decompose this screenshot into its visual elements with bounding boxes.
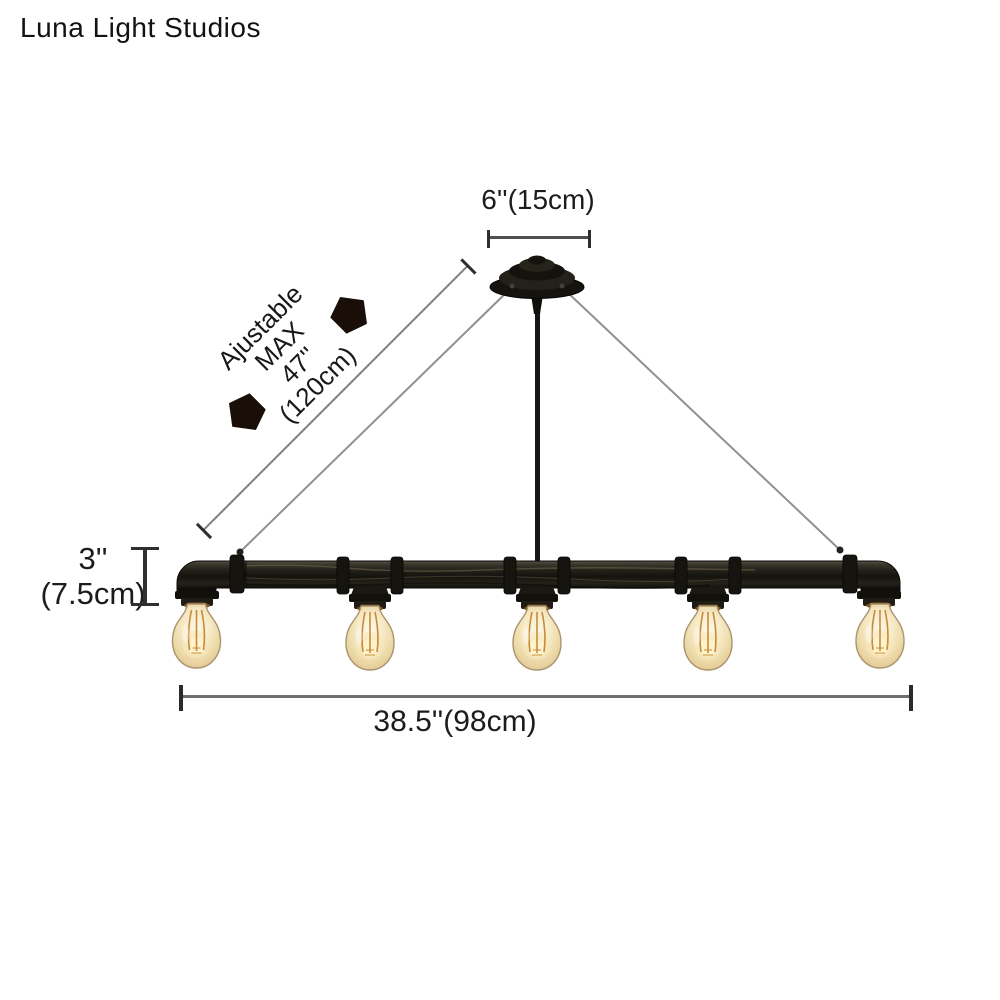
cable-clamp: [836, 546, 844, 554]
pipe-height-inches: 3'': [78, 541, 108, 576]
pendant-cord: [535, 310, 540, 564]
suspension-cable: [565, 290, 841, 551]
canopy-width-dimension-line: [487, 230, 591, 248]
bulb: [683, 603, 733, 671]
tee-joint: [503, 556, 571, 613]
tee-joint: [674, 556, 742, 613]
fixture-width-dimension-line: [179, 685, 913, 711]
pipe-texture: [224, 564, 756, 572]
bulb: [171, 601, 222, 669]
tee-joint: [336, 556, 404, 613]
dimension-tick: [487, 230, 490, 248]
dimension-tick: [588, 230, 591, 248]
dimension-tick: [131, 603, 159, 606]
pipe-texture: [229, 575, 731, 582]
brand-watermark: Luna Light Studios: [20, 12, 261, 43]
bulb: [512, 603, 562, 671]
bulb: [345, 603, 395, 671]
dimension-tick: [909, 685, 913, 711]
dimension-tick: [195, 522, 213, 540]
dimension-tick: [179, 685, 183, 711]
pipe-texture: [239, 582, 711, 590]
pipe-height-label: 3'' (7.5cm): [8, 541, 178, 611]
dimension-tick: [460, 258, 477, 275]
pipe-height-dimension-line: [131, 547, 159, 606]
right-elbow-joint: [842, 554, 901, 609]
ceiling-canopy: [489, 255, 585, 314]
fixture-width-label: 38.5''(98cm): [373, 705, 537, 738]
dimension-line: [143, 548, 147, 605]
canopy-width-label: 6''(15cm): [481, 184, 595, 215]
bulb: [855, 601, 905, 669]
pipe-height-cm: (7.5cm): [40, 576, 146, 611]
cable-clamp: [236, 548, 244, 556]
left-elbow-joint: [175, 554, 247, 609]
pipe-body: [213, 560, 849, 590]
